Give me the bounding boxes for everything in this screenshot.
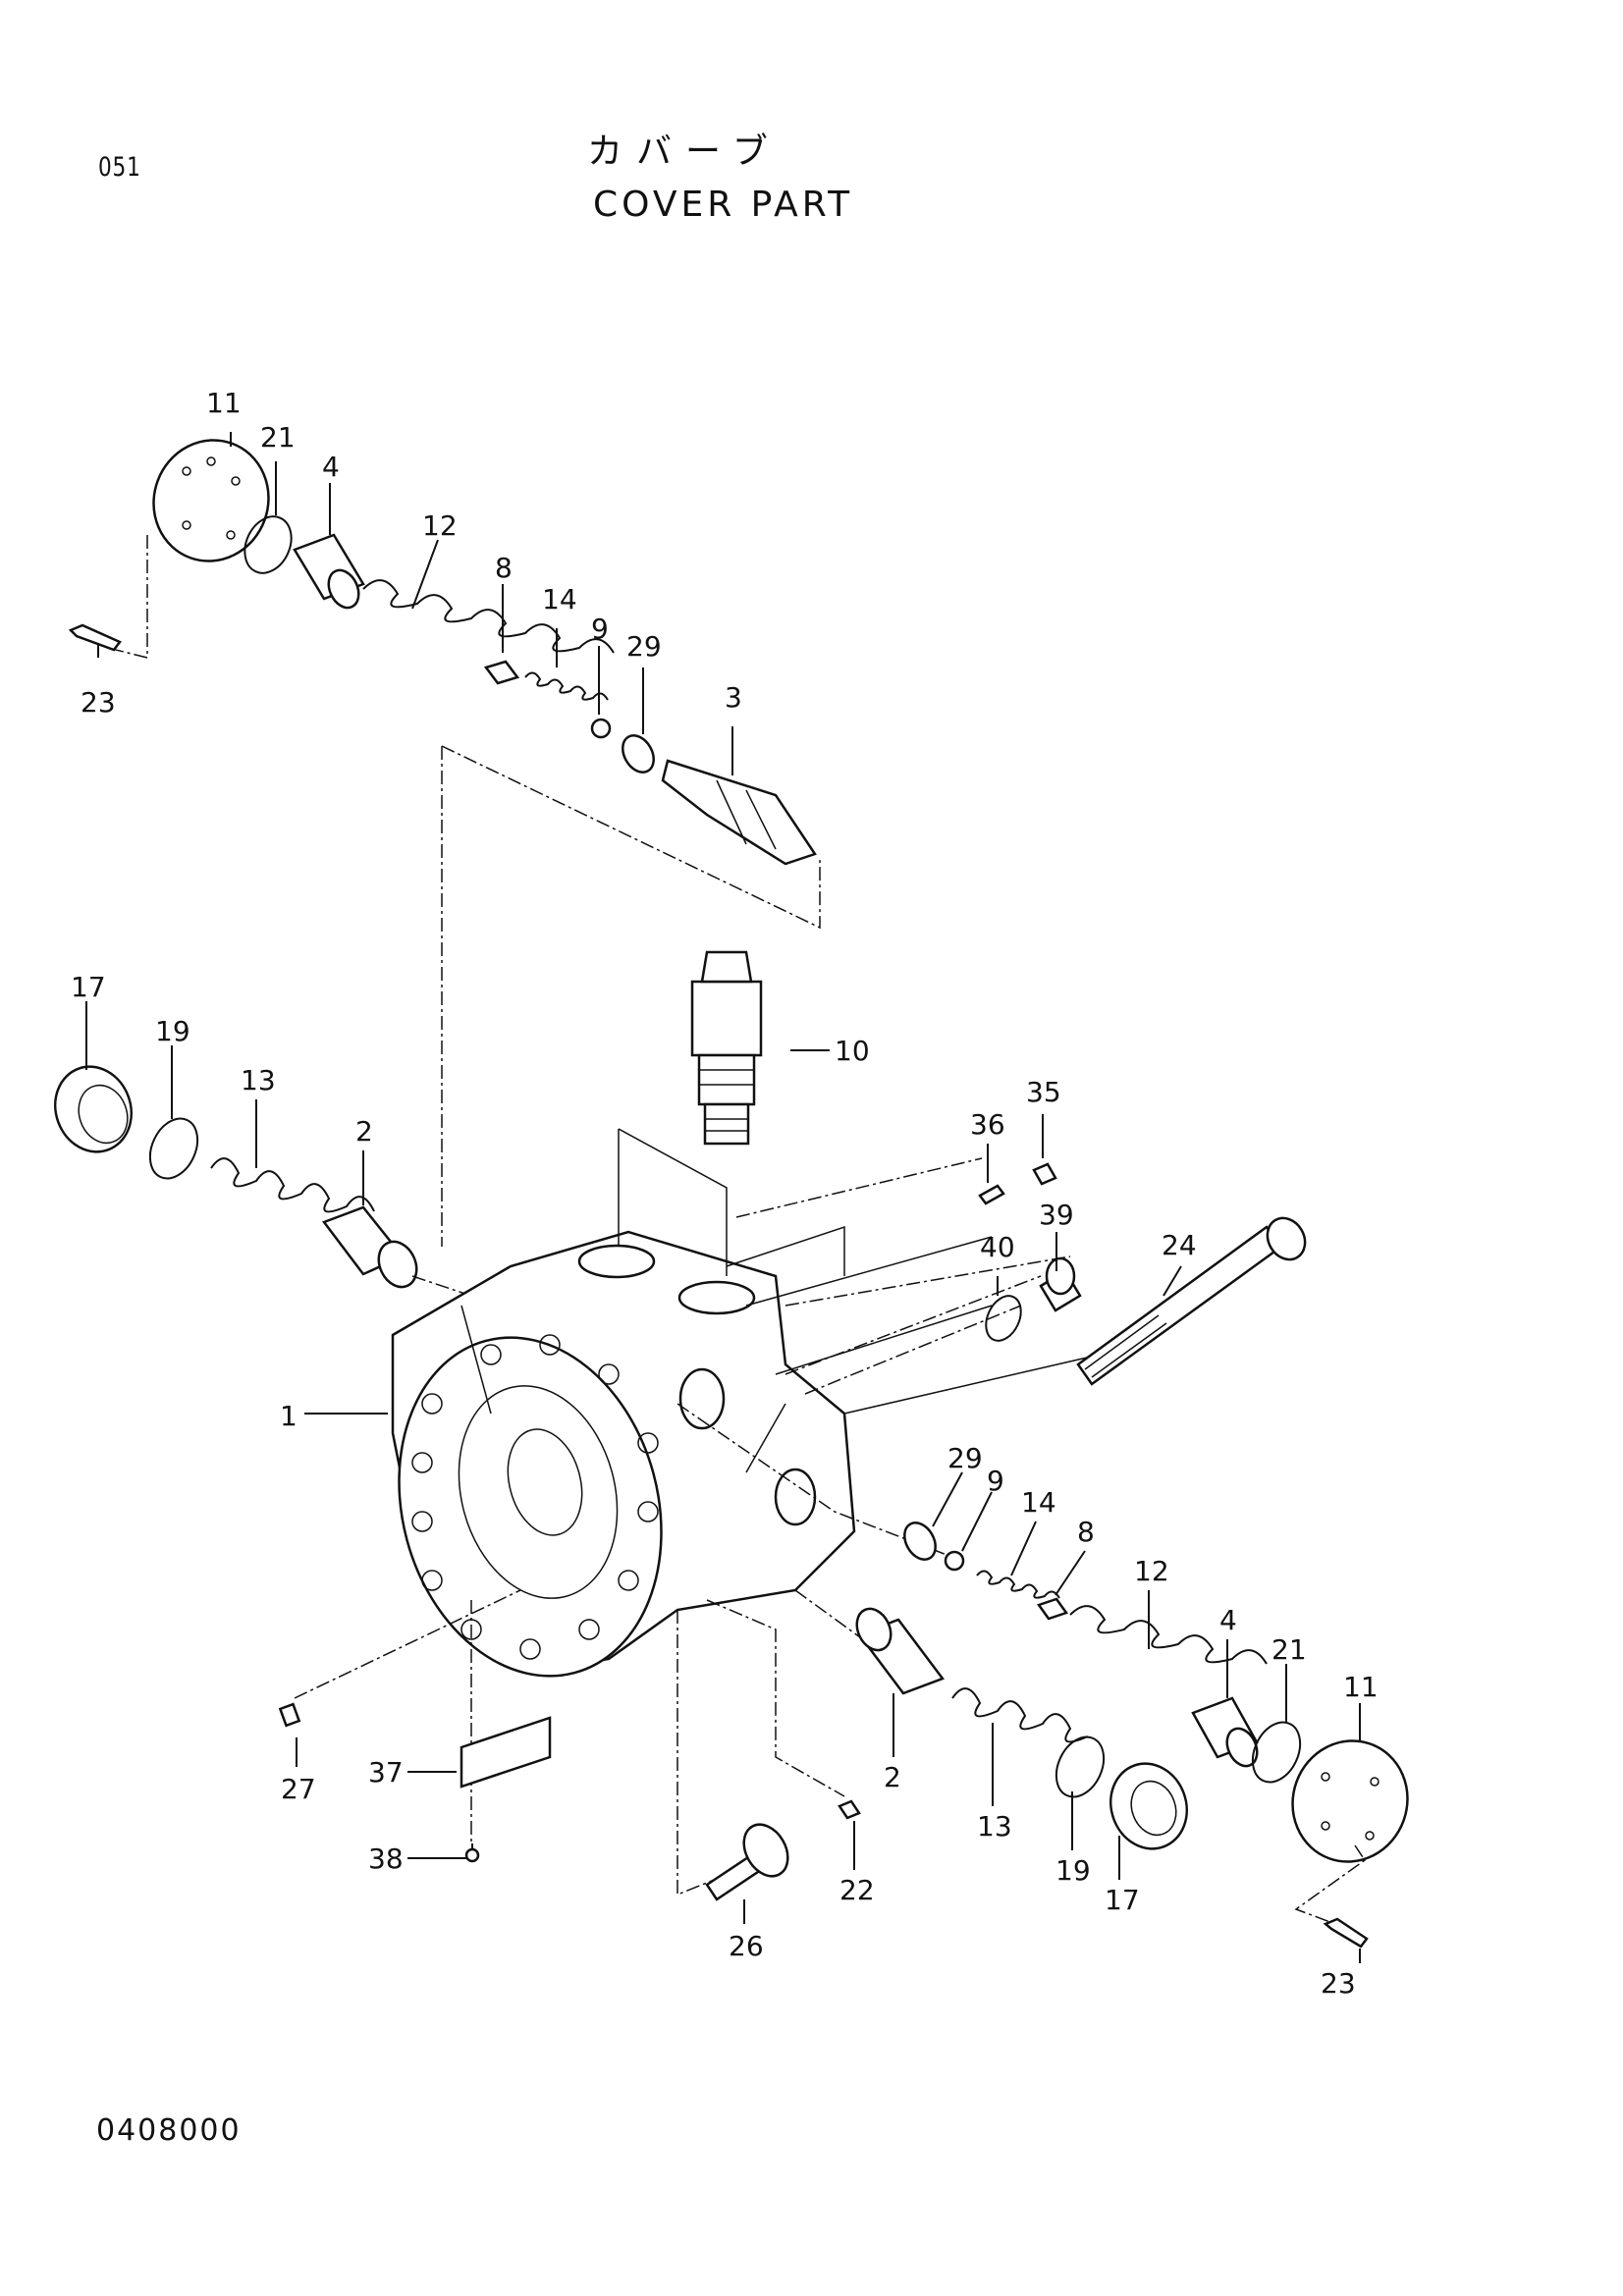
callout-29-bottom: 29 bbox=[947, 1442, 983, 1474]
part-14-spring-bottom bbox=[976, 1570, 1060, 1599]
callout-2-bottom: 2 bbox=[884, 1761, 901, 1793]
page-title: COVER PART bbox=[593, 185, 854, 225]
part-11-cover-plate-top bbox=[152, 439, 270, 562]
part-22-screw bbox=[838, 1799, 861, 1820]
part-27-pin bbox=[278, 1702, 301, 1728]
callout-19-bottom: 19 bbox=[1055, 1854, 1091, 1887]
part-36-screw bbox=[978, 1184, 1005, 1205]
part-35-plug bbox=[1032, 1162, 1057, 1186]
page-number: 051 bbox=[98, 152, 141, 183]
callout-39: 39 bbox=[1039, 1199, 1074, 1231]
part-12-spring-top bbox=[362, 579, 615, 654]
part-1-housing bbox=[391, 1230, 856, 1678]
lower-right-assembly bbox=[903, 1522, 1409, 1949]
part-29-washer-bottom bbox=[903, 1522, 937, 1561]
title-japanese: カバーブ bbox=[587, 132, 782, 172]
part-39-plug bbox=[1039, 1256, 1082, 1312]
callout-11-bottom: 11 bbox=[1343, 1671, 1379, 1703]
callout-14-bottom: 14 bbox=[1021, 1486, 1056, 1519]
part-2-sleeve-left bbox=[321, 1205, 418, 1289]
callout-21-top: 21 bbox=[260, 421, 296, 454]
callout-17-bottom: 17 bbox=[1105, 1884, 1140, 1916]
callout-9-bottom: 9 bbox=[987, 1465, 1004, 1497]
part-38-screw bbox=[464, 1843, 480, 1863]
callout-23-top: 23 bbox=[81, 686, 116, 719]
part-3-spool bbox=[661, 759, 817, 866]
part-23-bolt-top bbox=[68, 623, 122, 652]
callout-8-bottom: 8 bbox=[1077, 1516, 1095, 1548]
callout-1: 1 bbox=[280, 1400, 298, 1432]
callout-26: 26 bbox=[729, 1930, 764, 1962]
callout-4-bottom: 4 bbox=[1219, 1604, 1237, 1636]
callout-9-top: 9 bbox=[591, 613, 609, 645]
part-8-poppet-top bbox=[483, 660, 520, 685]
callout-12-top: 12 bbox=[422, 509, 458, 542]
callout-17-left: 17 bbox=[71, 971, 106, 1003]
part-21-o-ring-bottom bbox=[1251, 1721, 1302, 1784]
callout-29-top: 29 bbox=[626, 630, 662, 663]
part-10-relief-valve bbox=[690, 950, 763, 1146]
callout-4-top: 4 bbox=[322, 451, 340, 483]
callout-38: 38 bbox=[368, 1842, 404, 1875]
callout-13-left: 13 bbox=[241, 1064, 276, 1096]
callout-13-bottom: 13 bbox=[977, 1810, 1012, 1842]
part-12-spring-bottom bbox=[1069, 1605, 1268, 1665]
callout-37: 37 bbox=[368, 1756, 404, 1789]
callout-21-bottom: 21 bbox=[1271, 1633, 1307, 1666]
part-11-cover-plate-bottom bbox=[1291, 1739, 1409, 1863]
part-9-ball-top bbox=[590, 718, 612, 739]
callout-19-left: 19 bbox=[155, 1015, 190, 1047]
part-19-o-ring-left bbox=[148, 1117, 199, 1180]
part-8-poppet-bottom bbox=[1036, 1597, 1069, 1621]
callout-24: 24 bbox=[1162, 1229, 1197, 1261]
part-14-spring-top bbox=[524, 671, 609, 701]
part-17-plug-bottom bbox=[1109, 1762, 1188, 1850]
upper-assembly bbox=[68, 439, 821, 1247]
part-19-o-ring-bottom bbox=[1055, 1735, 1106, 1798]
part-29-washer-top bbox=[622, 734, 655, 774]
callout-22: 22 bbox=[839, 1874, 875, 1906]
part-2-sleeve-bottom bbox=[855, 1607, 946, 1695]
part-13-spring-bottom bbox=[951, 1687, 1089, 1743]
part-21-o-ring-top bbox=[243, 515, 293, 574]
part-40-o-ring bbox=[985, 1295, 1022, 1342]
part-13-spring-left bbox=[210, 1157, 375, 1213]
callout-40: 40 bbox=[980, 1231, 1015, 1263]
callout-10: 10 bbox=[835, 1035, 870, 1067]
callout-23-bottom: 23 bbox=[1321, 1967, 1356, 2000]
callout-12-bottom: 12 bbox=[1134, 1555, 1169, 1587]
part-26-bolt bbox=[705, 1823, 789, 1901]
callout-14-top: 14 bbox=[542, 583, 577, 615]
callout-8-top: 8 bbox=[495, 552, 513, 584]
callout-2-left: 2 bbox=[355, 1115, 373, 1148]
document-number: 0408000 bbox=[96, 2113, 242, 2148]
callout-35: 35 bbox=[1026, 1076, 1061, 1108]
part-9-ball-bottom bbox=[944, 1550, 965, 1572]
part-17-plug-left bbox=[54, 1065, 133, 1153]
callout-3: 3 bbox=[725, 681, 742, 714]
callout-27: 27 bbox=[281, 1773, 316, 1805]
callout-36: 36 bbox=[970, 1108, 1005, 1141]
callout-11-top: 11 bbox=[206, 387, 242, 419]
left-assembly bbox=[54, 1065, 472, 1297]
part-23-bolt-bottom bbox=[1323, 1917, 1369, 1949]
part-4-sleeve-top bbox=[293, 533, 365, 610]
part-24-bolt bbox=[1076, 1216, 1307, 1386]
part-37-plate bbox=[460, 1716, 552, 1789]
